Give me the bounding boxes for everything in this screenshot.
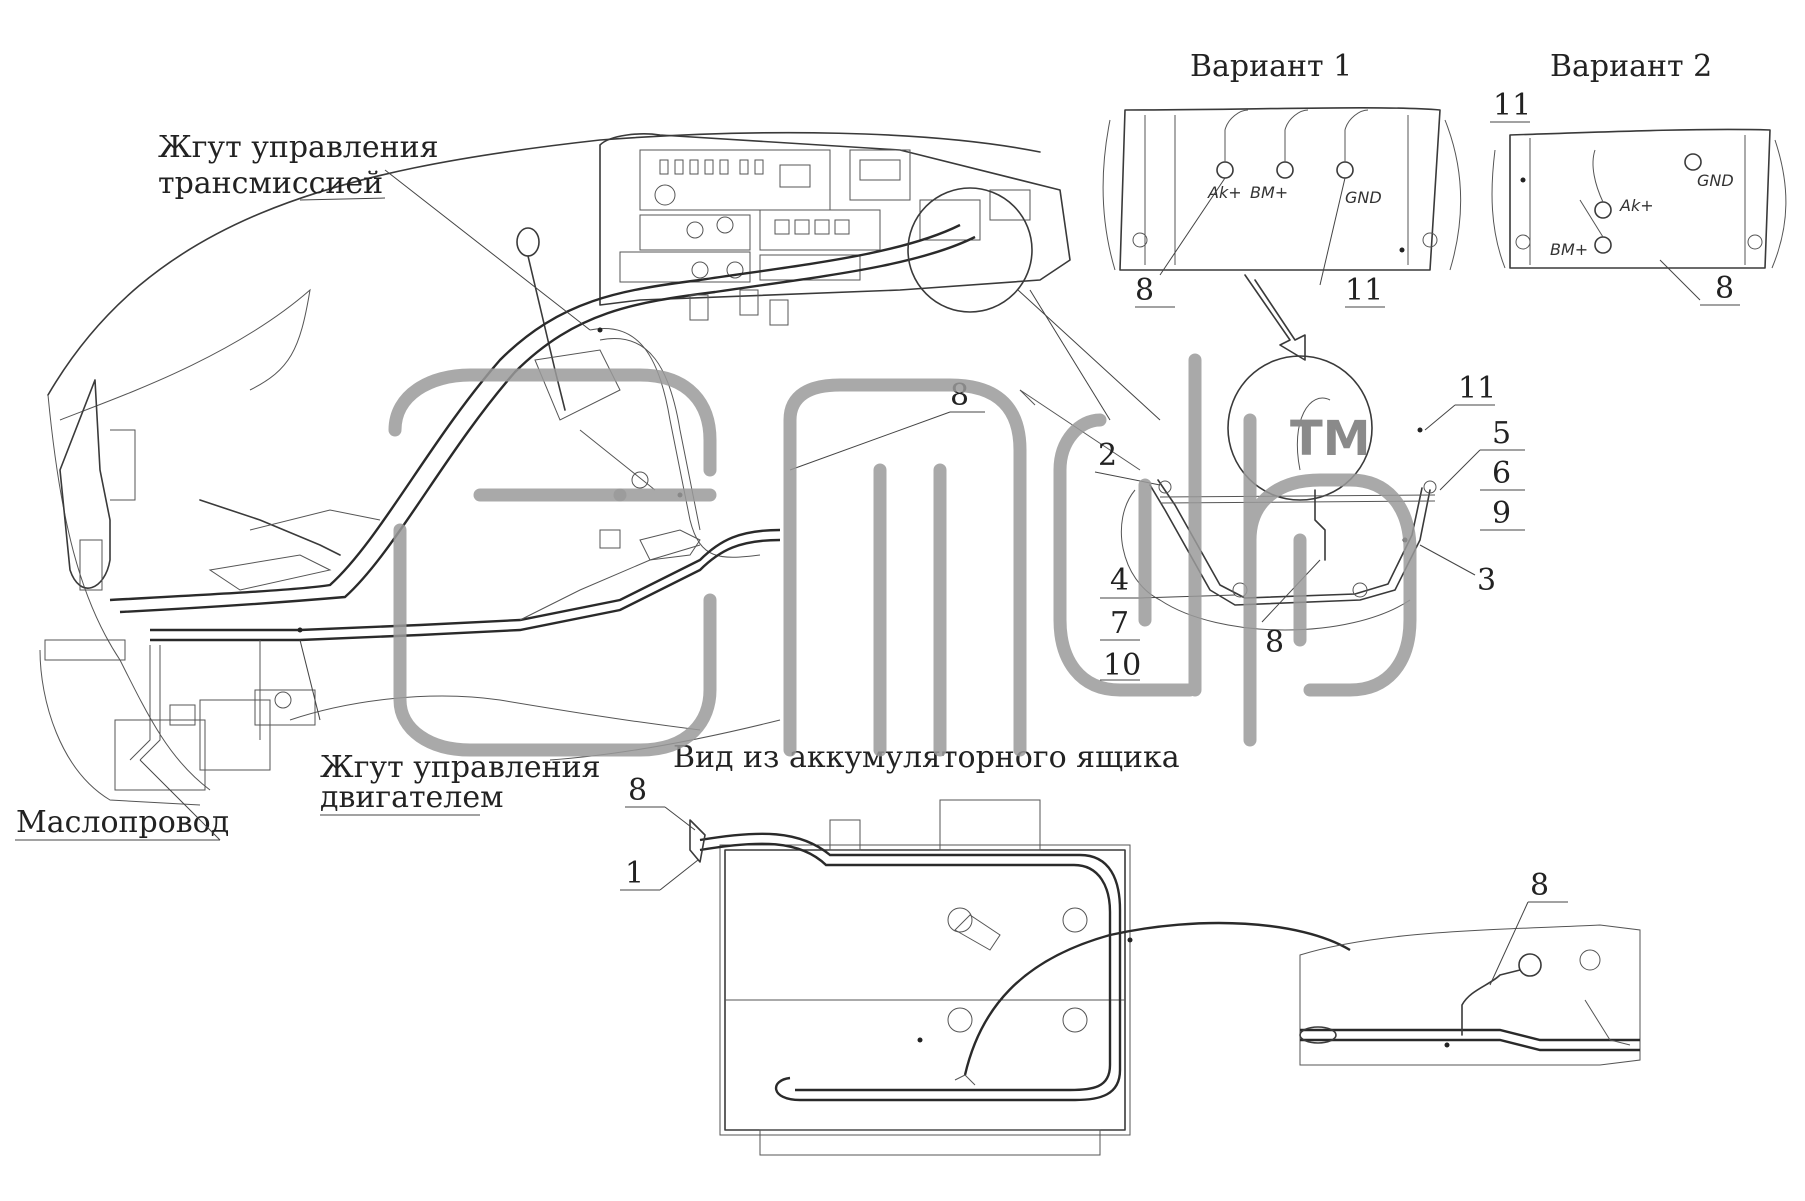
callout-6: 6	[1492, 456, 1511, 491]
v1-terminal-bm: BM+	[1250, 183, 1288, 202]
cab-main-view	[39, 131, 1161, 806]
pedals	[199, 499, 381, 591]
transmission-harness-label-line1: Жгут управления	[158, 130, 439, 165]
callout-5: 5	[1492, 416, 1511, 451]
engine-harness-label-line2: двигателем	[320, 780, 503, 815]
callout-8: 8	[1530, 868, 1549, 903]
watermark-tm: TM	[1290, 411, 1371, 467]
transmission-harness-lines	[109, 223, 976, 614]
gear-lever	[516, 227, 656, 491]
callout-1: 1	[625, 856, 644, 891]
battery-box-view-title: Вид из аккумуляторного ящика	[673, 740, 1180, 775]
variant-1-panel: Вариант 1 Ak+ BM+ GND 8 11	[1102, 49, 1462, 361]
engine-harness-lines	[129, 528, 781, 761]
variant-2-panel: Вариант 2 11 Ak+ BM+ GND 8	[1490, 49, 1787, 306]
callout-9: 9	[1492, 496, 1511, 531]
v2-terminal-ak: Ak+	[1619, 196, 1654, 215]
callout-3: 3	[1477, 563, 1496, 598]
oil-line-label: Маслопровод	[16, 805, 229, 840]
watermark-logo: TM	[388, 353, 1417, 757]
v2-terminal-gnd: GND	[1697, 171, 1734, 190]
variant-1-title: Вариант 1	[1190, 49, 1352, 84]
callout-11: 11	[1458, 371, 1496, 406]
callout-11: 11	[1493, 88, 1531, 123]
battery-cable-detail: 2 11 5 6 9 3 4 7 10 8	[1094, 355, 1525, 683]
v1-terminal-gnd: GND	[1345, 188, 1382, 207]
variant-2-title: Вариант 2	[1550, 49, 1712, 84]
lower-chassis	[39, 639, 781, 806]
dashboard-detail-circle	[907, 187, 1033, 313]
dashboard-panel	[619, 149, 1031, 283]
v1-terminal-ak: Ak+	[1207, 183, 1242, 202]
text-labels: Жгут управления трансмиссией Жгут управл…	[15, 130, 601, 841]
callout-8: 8	[1265, 625, 1284, 660]
callout-8: 8	[628, 773, 647, 808]
callout-2: 2	[1098, 438, 1117, 473]
battery-box-view: Вид из аккумуляторного ящика 8 1	[620, 740, 1351, 1156]
callout-10: 10	[1103, 648, 1141, 683]
callout-11: 11	[1345, 273, 1383, 308]
callout-4: 4	[1110, 563, 1129, 598]
callout-8: 8	[1715, 271, 1734, 306]
callout-8: 8	[1135, 273, 1154, 308]
callout-7: 7	[1110, 606, 1129, 641]
transmission-harness-label-line2: трансмиссией	[158, 166, 383, 201]
right-cable-view: 8	[1299, 868, 1641, 1066]
v2-terminal-bm: BM+	[1550, 240, 1588, 259]
